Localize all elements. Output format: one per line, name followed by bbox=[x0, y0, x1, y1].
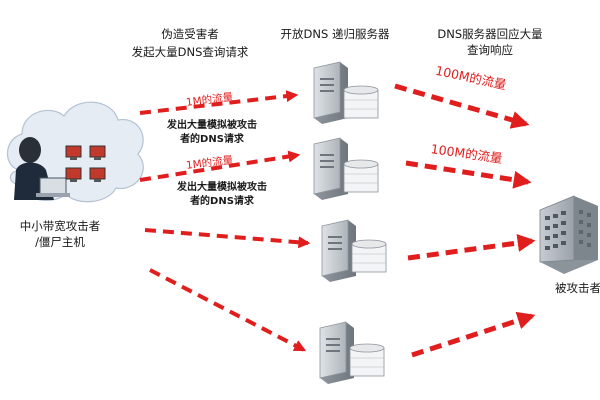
request-arrow-1 bbox=[139, 90, 299, 115]
open-dns-title: 开放DNS 递归服务器 bbox=[281, 27, 390, 41]
dns-server-tower-icon bbox=[321, 219, 387, 282]
request-arrow-2 bbox=[139, 150, 301, 182]
response-2-traffic: 100M的流量 bbox=[430, 141, 504, 166]
response-arrows bbox=[394, 83, 536, 358]
zombie-pc-4 bbox=[89, 167, 106, 182]
spoofed-title-line1: 伪造受害者 bbox=[161, 27, 219, 41]
response-1-traffic: 100M的流量 bbox=[434, 63, 508, 93]
response-arrow-3 bbox=[407, 234, 536, 261]
zombie-pc-2 bbox=[89, 145, 106, 160]
zombie-pc-3 bbox=[65, 167, 82, 182]
dns-server-tower-icon bbox=[313, 137, 379, 200]
dns-server-1 bbox=[313, 61, 379, 124]
request-1-desc-line1: 发出大量模拟被攻击 bbox=[166, 118, 257, 131]
response-arrow-4 bbox=[411, 311, 536, 358]
request-arrow-3 bbox=[144, 228, 311, 249]
request-2-desc-line1: 发出大量模拟被攻击 bbox=[176, 180, 267, 193]
zombie-pc-1 bbox=[65, 145, 82, 160]
response-arrow-1 bbox=[394, 83, 530, 129]
response-arrow-2 bbox=[405, 160, 532, 189]
request-arrow-4 bbox=[149, 268, 307, 352]
victim-label: 被攻击者 bbox=[555, 281, 600, 295]
spoofed-title-line2: 发起大量DNS查询请求 bbox=[132, 45, 249, 59]
attacker-label-line1: 中小带宽攻击者 bbox=[20, 219, 101, 233]
attacker-label-line2: /僵尸主机 bbox=[35, 235, 85, 249]
office-building-icon bbox=[539, 195, 598, 274]
response-title-line2: 查询响应 bbox=[467, 43, 513, 57]
hacker-at-laptop-icon bbox=[14, 137, 70, 200]
response-title-line1: DNS服务器回应大量 bbox=[437, 27, 542, 41]
request-2-desc-line2: 者的DNS请求 bbox=[189, 194, 255, 207]
request-1-traffic: 1M的流量 bbox=[185, 90, 234, 109]
request-2-traffic: 1M的流量 bbox=[185, 153, 234, 172]
request-arrows bbox=[139, 90, 311, 352]
dns-server-tower-icon bbox=[319, 321, 385, 384]
dns-server-tower-icon bbox=[313, 61, 379, 124]
dns-server-4 bbox=[319, 321, 385, 384]
dns-server-2 bbox=[313, 137, 379, 200]
request-1-desc-line2: 者的DNS请求 bbox=[179, 132, 245, 145]
dns-server-3 bbox=[321, 219, 387, 282]
zombie-computer-icon bbox=[65, 145, 106, 182]
